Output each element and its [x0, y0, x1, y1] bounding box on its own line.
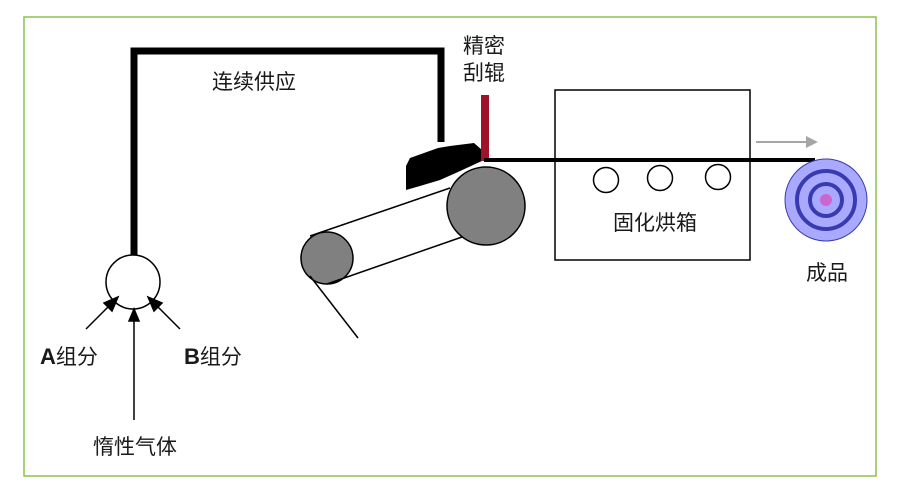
coating-roller [446, 166, 526, 246]
substrate-unwind [309, 275, 359, 339]
precision-blade [481, 95, 489, 161]
label-blade-line1: 精密 [463, 34, 505, 58]
direction-arrow [756, 136, 818, 148]
curing-oven [554, 89, 751, 261]
oven-roller-2 [646, 164, 674, 192]
label-product: 成品 [806, 261, 848, 285]
label-component-a-letter: A [40, 344, 56, 369]
label-curing-oven: 固化烘箱 [613, 211, 697, 235]
label-continuous-supply: 连续供应 [212, 70, 296, 94]
arrow-inert-gas [127, 307, 141, 420]
label-blade-line2: 刮辊 [463, 61, 505, 85]
label-component-b: B组分 [184, 346, 242, 368]
product-roll [784, 158, 868, 242]
oven-roller-3 [704, 163, 732, 191]
supply-pipe [130, 47, 445, 258]
diagram-frame [23, 16, 877, 477]
guide-roller [300, 231, 354, 285]
label-component-a: A组分 [40, 346, 98, 368]
label-component-b-text: 组分 [199, 345, 242, 369]
label-inert-gas: 惰性气体 [93, 435, 177, 459]
label-component-a-text: 组分 [55, 345, 98, 369]
coating-head [406, 143, 484, 190]
substrate-feed-lower [326, 236, 463, 285]
substrate-feed-upper [309, 187, 451, 237]
mixing-head [105, 254, 161, 310]
arrow-component-b [146, 295, 181, 330]
oven-roller-1 [592, 166, 620, 194]
label-component-b-letter: B [184, 344, 200, 369]
arrow-component-a [85, 295, 120, 330]
